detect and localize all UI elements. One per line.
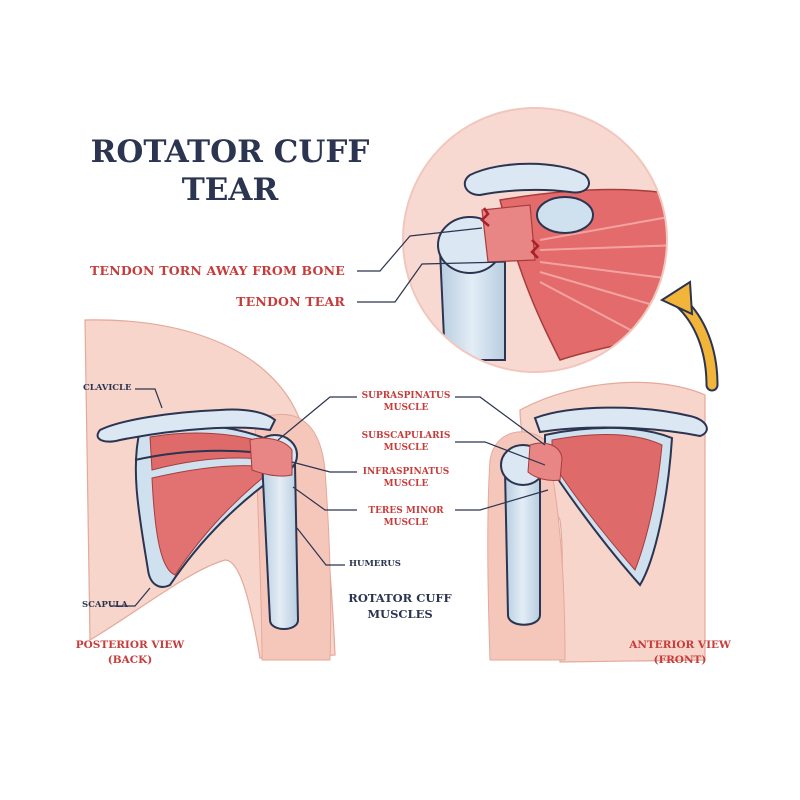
callout-tendon-torn-away: TENDON TORN AWAY FROM BONE <box>90 263 345 278</box>
tear-jag-2 <box>530 239 540 259</box>
posterior-line-2: (BACK) <box>107 654 153 666</box>
subscapularis-muscle-front <box>551 434 663 571</box>
scapula-muscle-lower <box>151 465 277 576</box>
teres-minor-line-1: TERES MINOR <box>368 506 444 516</box>
callout-tendon-tear: TENDON TEAR <box>236 294 345 309</box>
infraspinatus-line-1: INFRASPINATUS <box>362 467 450 477</box>
front-clavicle <box>533 406 708 438</box>
posterior-view-label: POSTERIOR VIEW (BACK) <box>60 638 200 668</box>
title-line-1: ROTATOR CUFF <box>90 134 370 170</box>
clavicle-bone <box>96 408 277 443</box>
infraspinatus-label: INFRASPINATUS MUSCLE <box>346 466 466 490</box>
scapula-label: SCAPULA <box>82 600 128 610</box>
anterior-view-label: ANTERIOR VIEW (FRONT) <box>610 638 750 668</box>
teres-minor-label: TERES MINOR MUSCLE <box>346 505 466 529</box>
supraspinatus-label: SUPRASPINATUS MUSCLE <box>346 390 466 414</box>
cuff-tendons-posterior <box>249 437 293 477</box>
torn-tendon <box>481 204 536 263</box>
leader-lines <box>110 227 549 607</box>
subscapularis-line-2: MUSCLE <box>383 443 429 453</box>
subscapularis-line-1: SUBSCAPULARIS <box>361 431 451 441</box>
title-line-2: TEAR <box>181 172 279 208</box>
anterior-view-figure <box>487 381 708 663</box>
tear-jag-1 <box>480 207 490 227</box>
supraspinatus-line-1: SUPRASPINATUS <box>361 391 451 401</box>
group-label-line-2: MUSCLES <box>367 607 433 621</box>
rotator-cuff-muscles-label: ROTATOR CUFF MUSCLES <box>330 590 470 622</box>
teres-minor-line-2: MUSCLE <box>383 518 429 528</box>
cuff-tendons-anterior <box>527 442 563 481</box>
page-title: ROTATOR CUFF TEAR <box>70 133 390 209</box>
coracoid <box>536 196 594 234</box>
acromion <box>463 162 590 197</box>
subscapularis-label: SUBSCAPULARIS MUSCLE <box>346 430 466 454</box>
curved-arrow-icon <box>659 280 719 392</box>
supraspinatus-line-2: MUSCLE <box>383 403 429 413</box>
group-label-line-1: ROTATOR CUFF <box>348 591 452 605</box>
posterior-line-1: POSTERIOR VIEW <box>75 639 185 651</box>
muscle-fibres <box>539 214 667 336</box>
humerus-label: HUMERUS <box>349 559 401 569</box>
anterior-line-1: ANTERIOR VIEW <box>629 639 731 651</box>
anterior-line-2: (FRONT) <box>653 654 707 666</box>
posterior-view-figure <box>84 319 336 661</box>
infraspinatus-line-2: MUSCLE <box>383 479 429 489</box>
clavicle-label: CLAVICLE <box>83 383 132 393</box>
tear-closeup-inset <box>402 107 668 373</box>
